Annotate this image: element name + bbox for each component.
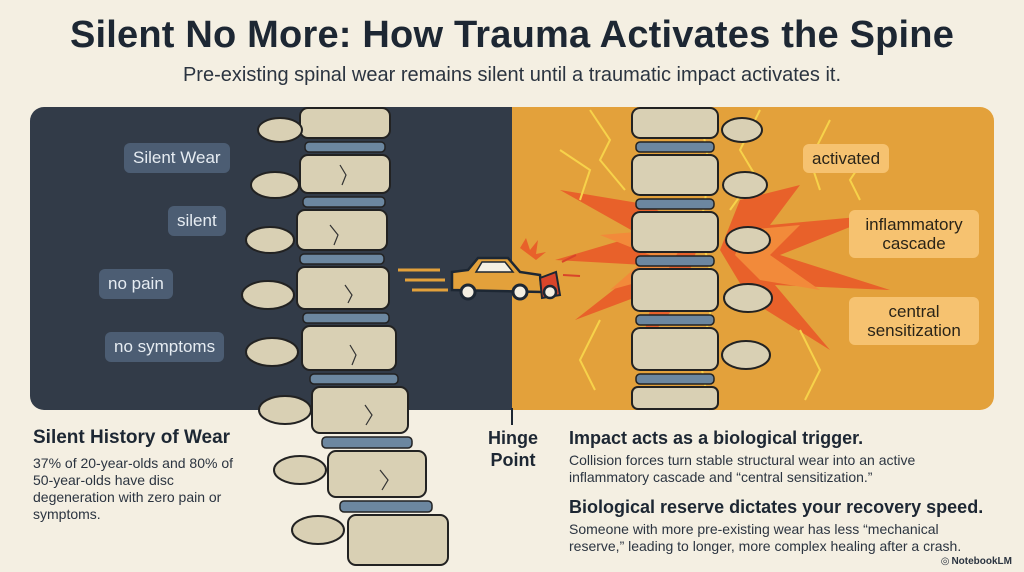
right-heading-2: Biological reserve dictates your recover…: [569, 497, 984, 517]
brand-watermark: ◎NotebookLM: [941, 556, 1012, 567]
tag-silent: silent: [168, 206, 226, 236]
degenerated-spine: [241, 107, 449, 566]
left-body: 37% of 20-year-olds and 80% of 50-year-o…: [33, 455, 234, 522]
right-body-2: Someone with more pre-existing wear has …: [569, 521, 962, 554]
tag-inflammatory-cascade: inflammatory cascade: [849, 210, 979, 258]
tag-no-symptoms: no symptoms: [105, 332, 225, 362]
hinge-point-label: Hinge Point: [487, 428, 538, 470]
tag-silent-wear: Silent Wear: [124, 143, 230, 173]
notebooklm-logo-icon: ◎: [940, 556, 950, 567]
left-heading: Silent History of Wear: [33, 427, 231, 448]
tag-central-sensitization: central sensitization: [849, 297, 979, 345]
right-body-1: Collision forces turn stable structural …: [569, 452, 916, 485]
brand-label: NotebookLM: [951, 556, 1012, 567]
speed-lines: [398, 268, 448, 292]
car-icon: [450, 238, 581, 301]
tag-activated: activated: [803, 144, 890, 173]
activated-spine: [631, 107, 773, 410]
tag-no-pain: no pain: [99, 269, 173, 299]
right-heading-1: Impact acts as a biological trigger.: [569, 428, 864, 448]
page-title: Silent No More: How Trauma Activates the…: [69, 14, 955, 56]
page-subtitle: Pre-existing spinal wear remains silent …: [182, 64, 842, 86]
